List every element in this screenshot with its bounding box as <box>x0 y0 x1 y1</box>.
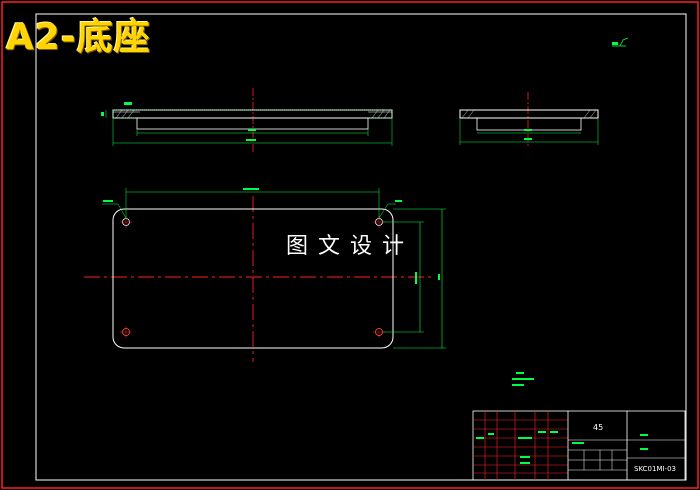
drawing-title: A2-底座 <box>6 17 151 58</box>
title-block-drawing-number: SKC01MI-03 <box>634 465 676 473</box>
title-block-material: 45 <box>593 423 603 432</box>
technical-requirements-notes <box>512 372 534 386</box>
front-view-left <box>101 88 393 152</box>
title-block: 45 SKC01MI-03 <box>472 410 686 481</box>
side-view-right <box>459 92 599 148</box>
sheet-inner-frame <box>35 13 687 481</box>
watermark-text: 图文设计 <box>286 234 415 259</box>
roughness-note-top-right <box>612 37 629 47</box>
top-view-plate <box>84 188 446 362</box>
